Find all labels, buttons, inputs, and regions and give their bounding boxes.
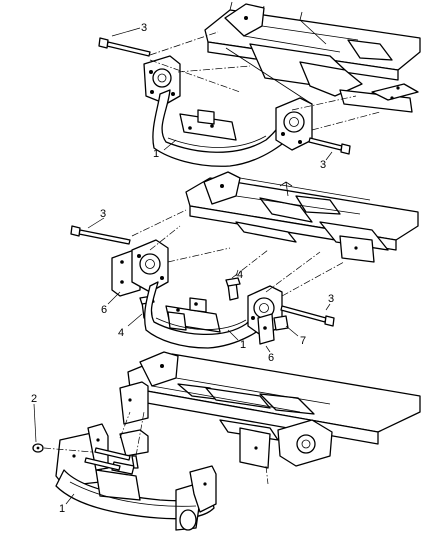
callout-mid-nut-left: 4 [118,327,124,339]
leader-mid-bracket-left [107,291,121,305]
leader-bottom-washer [33,403,37,443]
leader-mid-bolt-left [87,217,105,229]
bottom-frame [119,351,421,469]
callout-mid-bolt-right: 3 [328,293,334,305]
top-bolt-left [98,37,151,57]
callout-top-bolt-right: 3 [320,159,326,171]
bottom-crossmember [55,423,217,531]
callout-bottom-crossmember: 1 [59,503,65,515]
callout-mid-bracket-left: 6 [101,304,107,316]
mid-nut-right [225,277,241,301]
leader-mid-bracket-right [265,345,271,353]
top-bracket-left [143,55,181,105]
leader-mid-nut-left [127,313,143,327]
mid-isolator [273,315,289,331]
mid-bracket-right [247,285,283,345]
callout-top-bolt-left: 3 [141,22,147,34]
callout-top-crossmember: 1 [153,148,159,160]
top-assembly: 3 1 [98,1,421,171]
callout-mid-isolator: 7 [300,335,306,347]
callout-mid-crossmember: 1 [240,339,246,351]
leader-top-bolt-right [325,151,333,161]
callout-mid-bracket-right: 6 [268,352,274,364]
leader-mid-isolator [285,325,299,337]
leader-top-bolt-left [111,27,141,37]
callout-mid-nut-right: 4 [237,269,243,281]
top-frame [204,1,421,113]
mid-crossmember [144,281,275,349]
top-alignment-lines [149,31,381,131]
mid-bolt-right [280,305,335,327]
mid-bracket-left [111,239,169,297]
leader-bottom-crossmember [65,493,75,505]
callout-mid-bolt-left: 3 [100,208,106,220]
middle-assembly: 3 6 4 [70,171,419,364]
bottom-fasteners [84,447,139,471]
leader-top-crossmember [163,139,177,151]
top-bracket-right [275,97,313,151]
mid-bolt-left [70,225,131,245]
middle-alignment-lines [131,209,345,297]
bottom-assembly: 2 1 [31,351,421,531]
top-bolt-right [308,137,351,155]
leader-mid-bolt-right [325,303,331,311]
leader-mid-crossmember [227,329,239,341]
callout-bottom-washer: 2 [31,393,37,405]
middle-frame [185,171,419,263]
bottom-washer [32,443,44,453]
bottom-alignment-lines [43,411,269,485]
